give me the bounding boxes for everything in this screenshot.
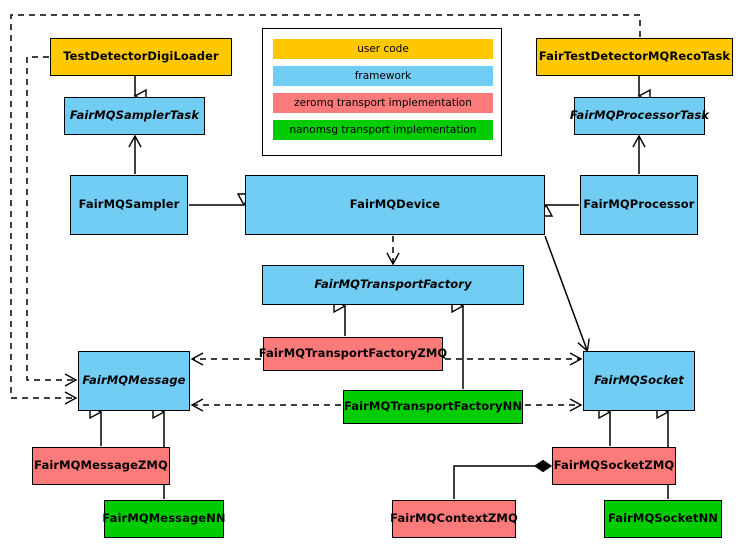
legend-item-zeromq: zeromq transport implementation (273, 93, 493, 113)
class-box-fairmqsocket[interactable]: FairMQSocket (583, 351, 695, 411)
class-box-fairmqmessagezmq[interactable]: FairMQMessageZMQ (32, 447, 170, 485)
class-box-fairmqprocessortask[interactable]: FairMQProcessorTask (570, 97, 709, 135)
edge-device-socket (544, 235, 590, 353)
legend: user code framework zeromq transport imp… (262, 28, 502, 156)
class-box-fairmqtransportfactorynn[interactable]: FairMQTransportFactoryNN (343, 390, 523, 424)
legend-item-framework: framework (273, 66, 493, 86)
class-box-fairmqsocketnn[interactable]: FairMQSocketNN (604, 500, 722, 538)
class-box-fairmqcontextzmq[interactable]: FairMQContextZMQ (390, 500, 518, 538)
class-box-fairmqprocessor[interactable]: FairMQProcessor (580, 175, 698, 235)
class-box-fairmqtransportfactory[interactable]: FairMQTransportFactory (262, 265, 524, 305)
class-box-fairmqsocketzmq[interactable]: FairMQSocketZMQ (552, 447, 676, 485)
class-box-fairmqmessage[interactable]: FairMQMessage (78, 351, 190, 411)
legend-item-user-code: user code (273, 39, 493, 59)
class-box-fairmqdevice[interactable]: FairMQDevice (245, 175, 545, 235)
class-box-fairmqmessagenn[interactable]: FairMQMessageNN (102, 500, 226, 538)
legend-item-nanomsg: nanomsg transport implementation (273, 120, 493, 140)
class-box-fairmqtransportfactoryzmq[interactable]: FairMQTransportFactoryZMQ (259, 337, 447, 371)
class-box-fairtestdetectormqrecotask[interactable]: FairTestDetectorMQRecoTask (536, 38, 733, 76)
edge-contextzmq-socketzmq (453, 459, 553, 499)
class-box-testdetectordigiloader[interactable]: TestDetectorDigiLoader (50, 38, 232, 76)
class-box-fairmqsamplertask[interactable]: FairMQSamplerTask (64, 97, 205, 135)
class-box-fairmqsampler[interactable]: FairMQSampler (70, 175, 188, 235)
